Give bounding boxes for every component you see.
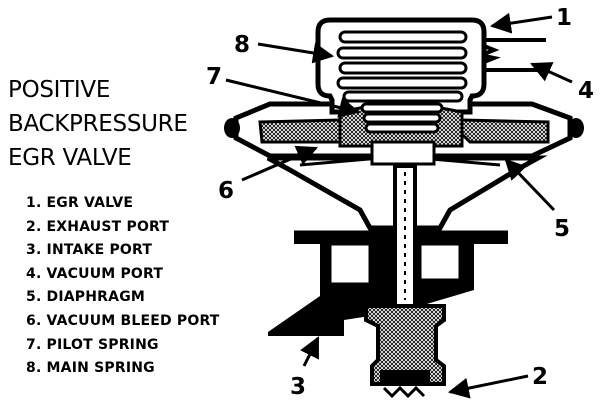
callout-5: 5 (554, 216, 570, 242)
legend-item-vacuum-port: 4. VACUUM PORT (26, 265, 164, 282)
leader-8 (257, 42, 335, 64)
title-line-2: BACKPRESSURE (8, 111, 188, 137)
callout-1: 1 (556, 5, 572, 31)
title-line-1: POSITIVE (8, 77, 111, 103)
leader-4 (530, 62, 573, 84)
callout-3: 3 (290, 374, 306, 400)
legend-item-pilot-spring: 7. PILOT SPRING (26, 336, 159, 353)
parts-legend: 1. EGR VALVE 2. EXHAUST PORT 3. INTAKE P… (26, 192, 220, 381)
callout-7: 7 (206, 64, 222, 90)
leader-lines (225, 12, 573, 399)
leader-2 (447, 374, 529, 399)
valve-seat (364, 304, 446, 399)
leader-1 (489, 12, 553, 34)
legend-item-intake-port: 3. INTAKE PORT (26, 242, 153, 259)
legend-item-exhaust-port: 2. EXHAUST PORT (26, 218, 170, 235)
main-spring (336, 30, 468, 103)
pilot-spring (360, 102, 444, 134)
title-line-3: EGR VALVE (8, 145, 132, 171)
legend-item-egr-valve: 1. EGR VALVE (26, 195, 134, 211)
leader-6 (241, 145, 318, 182)
leader-7 (225, 78, 361, 118)
callout-2: 2 (532, 364, 548, 390)
leader-3 (300, 336, 320, 367)
callout-4: 4 (578, 78, 594, 104)
legend-item-vacuum-bleed-port: 6. VACUUM BLEED PORT (26, 312, 220, 329)
legend-item-main-spring: 8. MAIN SPRING (26, 360, 155, 377)
callout-6: 6 (218, 178, 234, 204)
valve-stem (393, 164, 417, 308)
leader-5 (504, 158, 556, 212)
legend-item-diaphragm: 5. DIAPHRAGM (26, 289, 146, 306)
callout-8: 8 (234, 32, 250, 58)
